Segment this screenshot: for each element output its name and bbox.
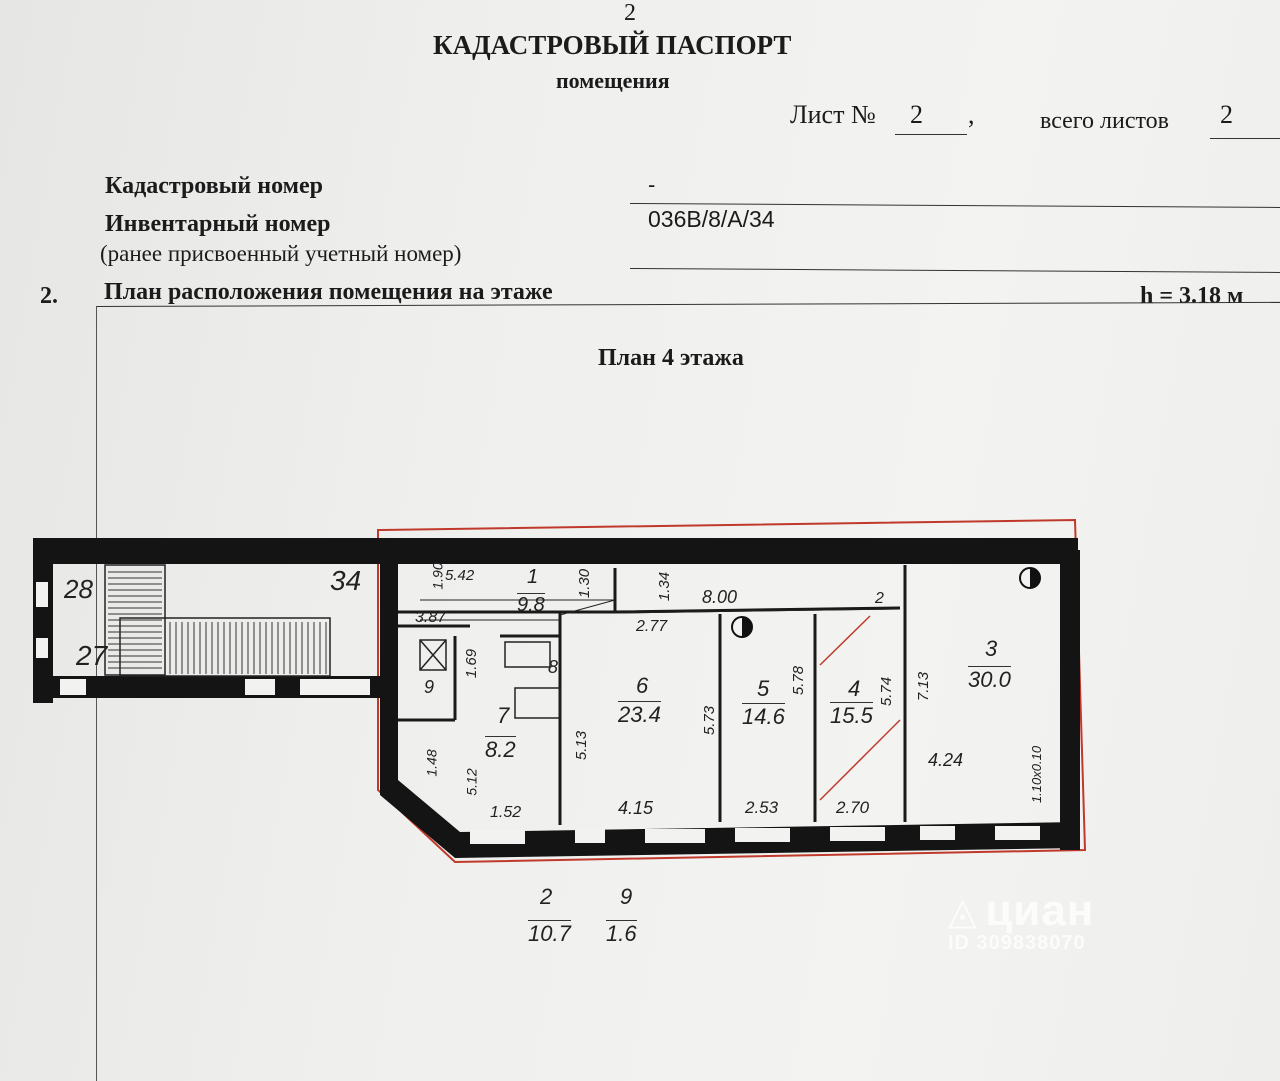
sheet-comma: , — [968, 100, 975, 129]
legend-room-2-number: 2 — [540, 884, 553, 909]
page-number: 2 — [624, 0, 636, 26]
room-5-area: 14.6 — [742, 703, 785, 729]
room-7-number: 7 — [497, 703, 510, 728]
cadastral-number-label: Кадастровый номер — [105, 173, 323, 199]
windows-left — [36, 582, 370, 695]
dim-1-48: 1.48 — [423, 749, 440, 777]
neighbor-34: 34 — [330, 565, 362, 596]
dim-5-42: 5.42 — [445, 567, 475, 584]
section-number: 2. — [40, 283, 58, 309]
inventory-number-value: 036В/8/А/34 — [648, 206, 775, 232]
room-1-number: 1 — [527, 566, 539, 588]
section-title: План расположения помещения на этаже — [104, 279, 553, 305]
document-subtitle: помещения — [556, 68, 670, 93]
room-6-number: 6 — [636, 673, 649, 698]
total-sheets-label: всего листов — [1040, 108, 1170, 134]
dim-4-15: 4.15 — [618, 798, 654, 818]
room-5-number: 5 — [757, 676, 770, 701]
room-6-area: 23.4 — [618, 701, 661, 727]
dim-5-12: 5.12 — [463, 768, 480, 796]
dim-1-30: 1.30 — [576, 568, 594, 599]
dim-2: 2 — [875, 590, 884, 607]
plan-title: План 4 этажа — [598, 345, 744, 371]
watermark-id: ID 309838070 — [948, 932, 1086, 954]
room-3-number: 3 — [985, 636, 998, 661]
room-4-number: 4 — [848, 676, 861, 701]
room-4-hatch — [819, 615, 901, 801]
dim-1-90: 1.90 — [429, 562, 446, 590]
dim-5-74: 5.74 — [878, 676, 896, 707]
sheet-label: Лист № — [790, 100, 876, 129]
dim-2-77: 2.77 — [636, 618, 668, 635]
total-sheets-value: 2 — [1220, 100, 1233, 129]
room-1-area: 9.8 — [517, 593, 545, 616]
dim-3-87: 3.87 — [415, 609, 447, 626]
staircase — [104, 564, 331, 677]
cian-logo-icon: ◬ — [948, 890, 978, 933]
sheet-value: 2 — [910, 100, 923, 129]
dim-4-24: 4.24 — [928, 750, 964, 770]
premises-boundary — [377, 518, 1087, 864]
document-title: КАДАСТРОВЫЙ ПАСПОРТ — [433, 30, 792, 60]
interior-walls — [398, 565, 907, 825]
windows-bottom — [470, 826, 1040, 844]
legend-room-9-area: 1.6 — [606, 920, 637, 946]
room-3-area: 30.0 — [968, 666, 1011, 692]
previous-number-note: (ранее присвоенный учетный номер) — [100, 241, 462, 266]
fixtures — [419, 639, 561, 719]
dim-8-00: 8.00 — [702, 587, 738, 607]
legend-room-2-area: 10.7 — [528, 920, 571, 946]
dim-5-13: 5.13 — [573, 730, 591, 761]
cadastral-number-value: - — [648, 172, 656, 197]
inventory-number-label: Инвентарный номер — [105, 211, 331, 237]
watermark: ◬ циан ID 309838070 — [948, 886, 1094, 955]
dim-2-53: 2.53 — [745, 798, 779, 817]
dim-5-73: 5.73 — [701, 705, 719, 736]
dim-5-78: 5.78 — [790, 665, 808, 696]
dim-1-10x0-10: 1.10x0.10 — [1029, 745, 1045, 804]
watermark-logo: циан — [985, 886, 1095, 935]
room-4-area: 15.5 — [830, 702, 873, 728]
meter-icons — [731, 567, 1041, 638]
neighbor-28: 28 — [64, 574, 93, 604]
legend-room-9-number: 9 — [620, 884, 633, 909]
dim-1-34: 1.34 — [656, 571, 674, 602]
room-7-area: 8.2 — [485, 736, 516, 762]
dim-7-13: 7.13 — [915, 671, 933, 702]
dimension-lines — [420, 599, 901, 621]
dim-1-52: 1.52 — [490, 804, 522, 821]
neighbor-27: 27 — [76, 640, 108, 671]
dim-1-69: 1.69 — [463, 648, 481, 679]
ceiling-height: h = 3.18 м — [1140, 283, 1244, 309]
dim-2-70: 2.70 — [836, 798, 870, 817]
room-8-number: 8 — [548, 657, 559, 677]
room-9-number: 9 — [424, 677, 435, 697]
